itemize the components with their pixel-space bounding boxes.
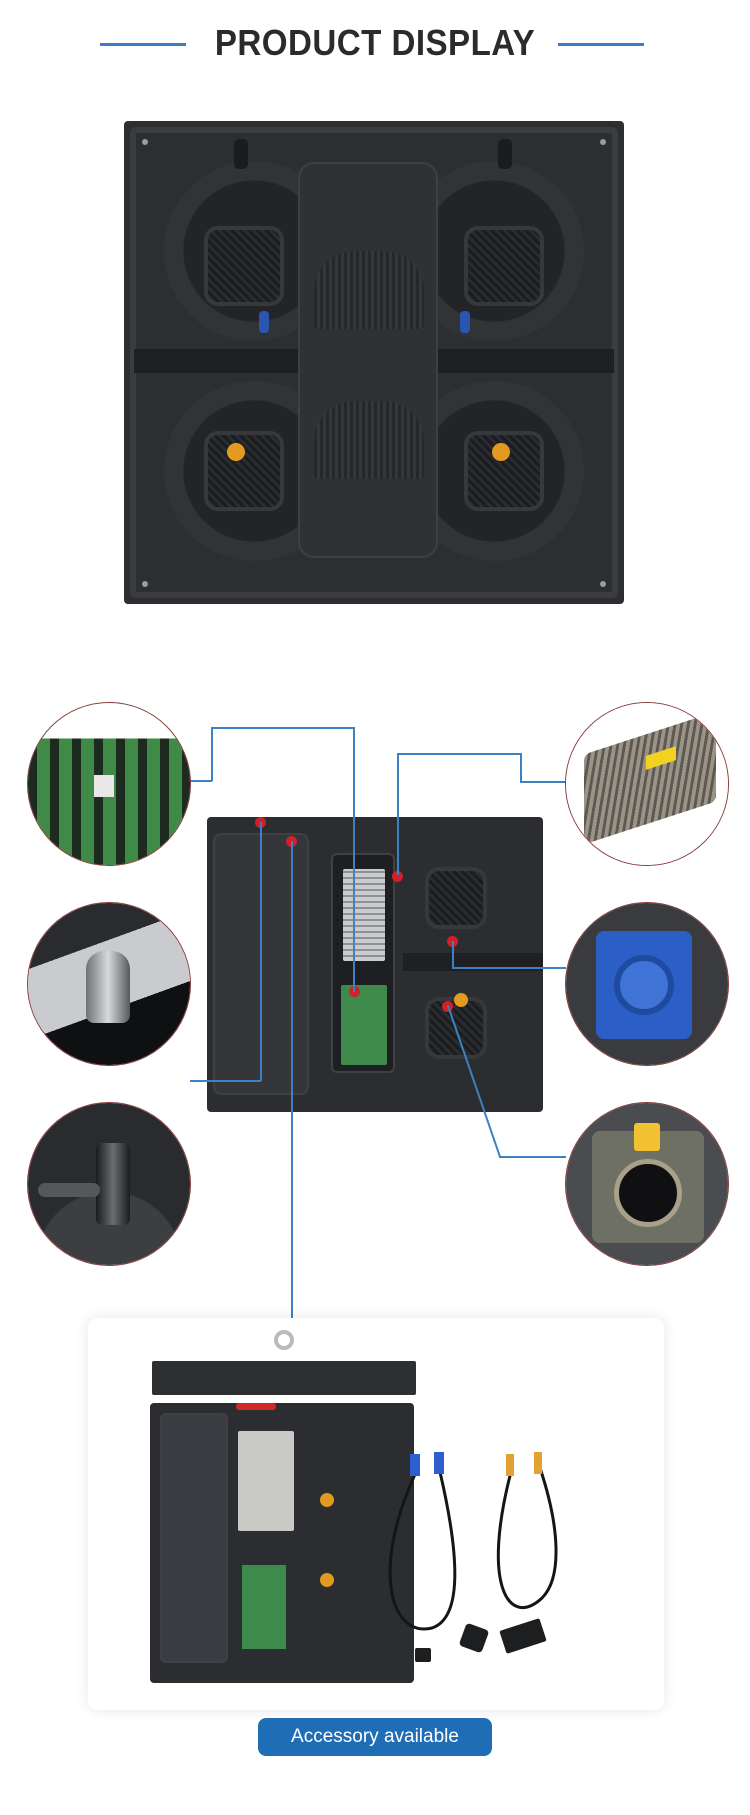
leader-line (452, 941, 454, 968)
lock-knob (492, 443, 510, 461)
callout-receiving-card[interactable] (27, 702, 191, 866)
cabinet-frame (130, 127, 618, 598)
magnet-pad (425, 867, 487, 929)
callout-signal-connector[interactable] (565, 1102, 729, 1266)
leader-line (499, 1156, 566, 1158)
callout-locating-pin[interactable] (27, 902, 191, 1066)
power-port (259, 311, 269, 333)
leader-line (291, 841, 293, 1322)
locating-pin (234, 139, 248, 169)
page-title: PRODUCT DISPLAY (214, 22, 536, 63)
rj45-socket (614, 1159, 682, 1227)
leader-line (520, 781, 565, 783)
cabinet-door (160, 1413, 228, 1663)
hanging-bar (152, 1361, 416, 1395)
screw (142, 581, 148, 587)
leader-line (211, 727, 213, 781)
cross-bar (403, 953, 543, 971)
component-diagram (0, 690, 750, 1323)
powercon-socket (614, 955, 674, 1015)
hotspot-power-supply[interactable] (392, 871, 403, 882)
lifting-eye-icon (274, 1330, 294, 1350)
section-header: PRODUCT DISPLAY (0, 0, 750, 90)
leader-line (397, 753, 521, 755)
vents (314, 251, 424, 329)
product-rear-image (124, 121, 624, 604)
lock-knob (227, 443, 245, 461)
leader-line (397, 753, 399, 875)
leader-line (520, 753, 522, 782)
power-supply-unit (238, 1431, 294, 1531)
lock-knob (320, 1573, 334, 1587)
callout-fast-lock[interactable] (27, 1102, 191, 1266)
lock-body (96, 1143, 130, 1225)
pin-shape (86, 951, 130, 1023)
receiving-card-unit (341, 985, 387, 1065)
leader-line (353, 727, 355, 992)
lock-knob (320, 1493, 334, 1507)
pcb-label (94, 775, 114, 797)
locating-pin (498, 139, 512, 169)
screw (600, 581, 606, 587)
leader-line (260, 822, 262, 1081)
header-rule-right (558, 43, 644, 46)
magnet-pad (204, 431, 284, 511)
lock-lever (38, 1183, 100, 1197)
power-box (298, 162, 438, 558)
accessories-card (88, 1318, 664, 1710)
lock-knob (454, 993, 468, 1007)
leader-line (211, 727, 354, 729)
magnet-pad (425, 997, 487, 1059)
leader-line (190, 780, 212, 782)
receiving-card-unit (242, 1565, 286, 1649)
cabinet-with-accessories (150, 1403, 414, 1683)
leader-line (190, 1080, 261, 1082)
accessory-available-button[interactable]: Accessory available (258, 1718, 492, 1756)
magnet-pad (464, 226, 544, 306)
callout-power-connector[interactable] (565, 902, 729, 1066)
vents (314, 401, 424, 479)
cable-set-icon (388, 1452, 558, 1662)
screw (600, 139, 606, 145)
handle (236, 1403, 276, 1410)
callout-power-supply[interactable] (565, 702, 729, 866)
screw (142, 139, 148, 145)
power-supply-unit (343, 869, 385, 961)
header-rule-left (100, 43, 186, 46)
magnet-pad (204, 226, 284, 306)
hotspot-receiving-card[interactable] (349, 986, 360, 997)
rj45-latch (634, 1123, 660, 1151)
leader-line (452, 967, 566, 969)
cabinet-open-image (207, 817, 543, 1112)
power-port (460, 311, 470, 333)
